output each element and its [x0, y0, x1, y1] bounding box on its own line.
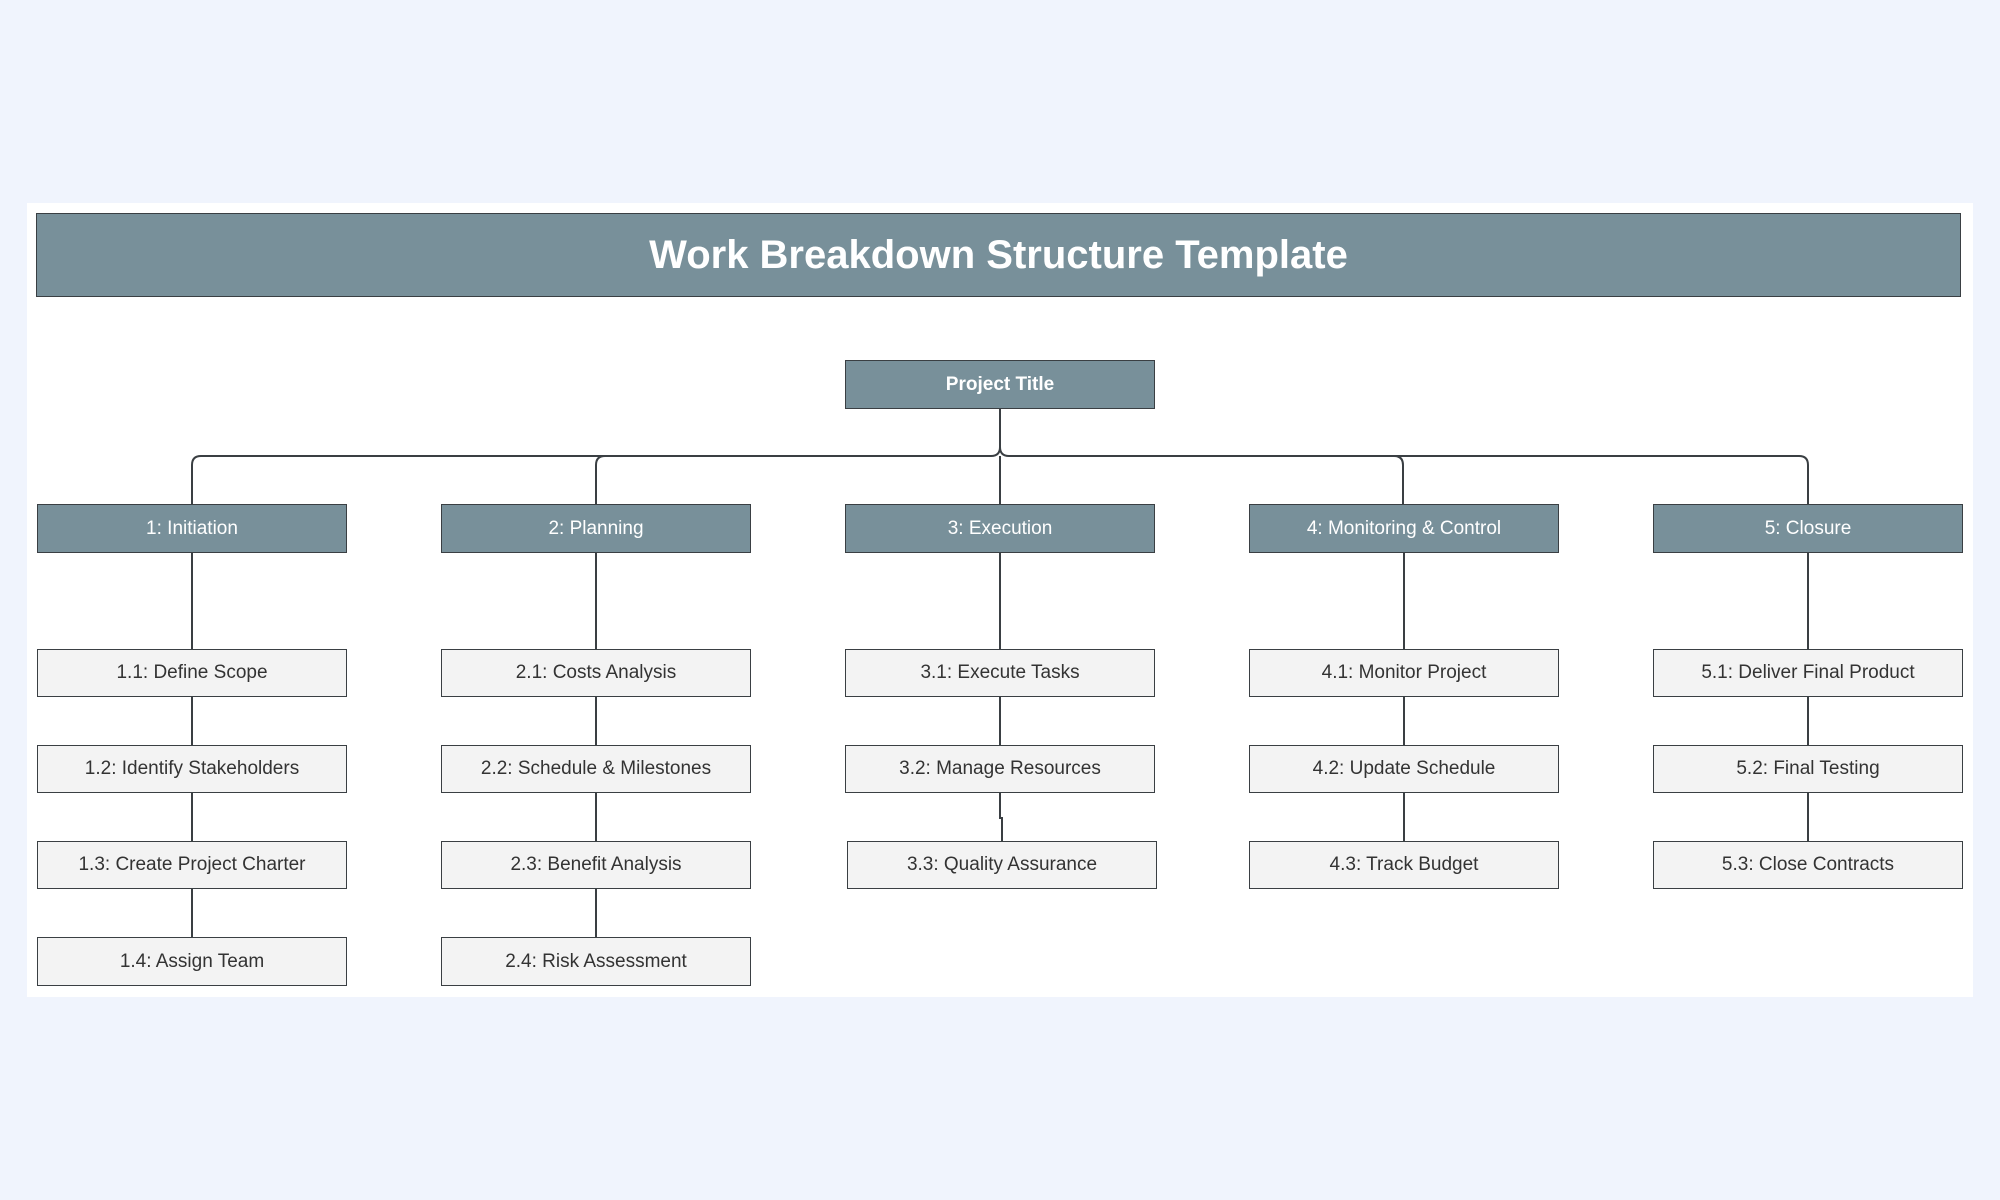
connector-bus-right — [1009, 455, 1809, 504]
phase-node-label: 1: Initiation — [146, 517, 238, 539]
diagram-title: Work Breakdown Structure Template — [649, 232, 1348, 277]
phase-node-label: 4: Monitoring & Control — [1306, 517, 1502, 539]
task-node-label: 5.3: Close Contracts — [1721, 854, 1895, 875]
task-node-label: 1.2: Identify Stakeholders — [84, 758, 300, 779]
task-node-3-1: 3.1: Execute Tasks — [845, 649, 1155, 697]
task-node-label: 2.2: Schedule & Milestones — [480, 758, 712, 779]
task-node-1-4: 1.4: Assign Team — [37, 937, 347, 986]
task-node-label: 1.1: Define Scope — [116, 662, 268, 683]
task-node-2-1: 2.1: Costs Analysis — [441, 649, 751, 697]
task-node-label: 1.4: Assign Team — [119, 950, 265, 972]
task-node-1-1: 1.1: Define Scope — [37, 649, 347, 697]
task-node-1-2: 1.2: Identify Stakeholders — [37, 745, 347, 793]
connector-chain-3 — [999, 553, 1003, 841]
task-node-4-3: 4.3: Track Budget — [1249, 841, 1559, 889]
task-node-2-3: 2.3: Benefit Analysis — [441, 841, 751, 889]
task-node-label: 4.1: Monitor Project — [1321, 662, 1487, 683]
task-node-3-3: 3.3: Quality Assurance — [847, 841, 1157, 889]
phase-node-label: 5: Closure — [1764, 517, 1852, 539]
task-node-label: 4.2: Update Schedule — [1312, 758, 1496, 779]
root-node: Project Title — [845, 360, 1155, 409]
phase-node-closure: 5: Closure — [1653, 504, 1963, 553]
task-node-label: 3.3: Quality Assurance — [906, 854, 1098, 875]
diagram-title-bar: Work Breakdown Structure Template — [36, 213, 1961, 297]
phase-node-planning: 2: Planning — [441, 504, 751, 553]
phase-node-label: 2: Planning — [548, 517, 644, 539]
task-node-label: 5.2: Final Testing — [1736, 758, 1880, 779]
phase-node-initiation: 1: Initiation — [37, 504, 347, 553]
task-node-label: 5.1: Deliver Final Product — [1701, 662, 1915, 683]
task-node-1-3: 1.3: Create Project Charter — [37, 841, 347, 889]
task-node-4-1: 4.1: Monitor Project — [1249, 649, 1559, 697]
task-node-2-4: 2.4: Risk Assessment — [441, 937, 751, 986]
task-node-label: 2.3: Benefit Analysis — [510, 854, 682, 875]
task-node-2-2: 2.2: Schedule & Milestones — [441, 745, 751, 793]
task-node-label: 3.2: Manage Resources — [899, 758, 1101, 779]
task-node-label: 2.1: Costs Analysis — [515, 662, 677, 683]
task-node-3-2: 3.2: Manage Resources — [845, 745, 1155, 793]
connector-root-trunk — [990, 409, 1010, 457]
task-node-5-3: 5.3: Close Contracts — [1653, 841, 1963, 889]
task-node-5-1: 5.1: Deliver Final Product — [1653, 649, 1963, 697]
task-node-label: 2.4: Risk Assessment — [505, 950, 687, 972]
task-node-4-2: 4.2: Update Schedule — [1249, 745, 1559, 793]
task-node-label: 4.3: Track Budget — [1329, 854, 1479, 875]
task-node-label: 3.1: Execute Tasks — [920, 662, 1080, 683]
phase-node-execution: 3: Execution — [845, 504, 1155, 553]
root-node-label: Project Title — [945, 373, 1055, 395]
task-node-5-2: 5.2: Final Testing — [1653, 745, 1963, 793]
connector-bus-left — [191, 455, 991, 504]
phase-node-monitoring-control: 4: Monitoring & Control — [1249, 504, 1559, 553]
task-node-label: 1.3: Create Project Charter — [78, 854, 306, 875]
phase-node-label: 3: Execution — [947, 517, 1053, 539]
